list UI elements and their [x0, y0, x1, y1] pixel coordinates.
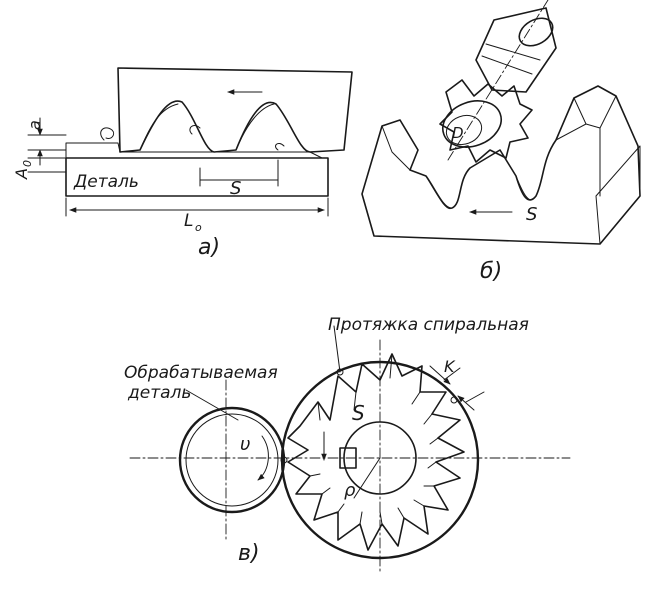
- label-a0: A 0: [12, 160, 34, 180]
- label-feed-s-b: S: [526, 204, 537, 225]
- caption-c: в): [238, 541, 260, 566]
- label-l0: L o: [184, 211, 202, 234]
- label-feed-s-c: S: [352, 401, 365, 425]
- cutter-disk: [439, 79, 533, 163]
- svg-text:L: L: [184, 211, 193, 231]
- workpiece-part: [65, 157, 329, 197]
- label-depth-a: a: [25, 120, 44, 130]
- label-workpiece-line2: деталь: [127, 383, 191, 403]
- caption-b: б): [480, 259, 502, 284]
- figure-a: Деталь S a A 0 L o а): [12, 67, 353, 260]
- svg-text:A: A: [12, 168, 31, 180]
- cutter-shaft: [475, 7, 557, 93]
- label-rho: ρ: [344, 480, 356, 501]
- label-diameter-d: D: [452, 124, 464, 142]
- label-workpiece-line1: Обрабатываемая: [124, 363, 278, 383]
- figure-c: υ K S ρ Протяжка спиральная Обрабатываем…: [124, 315, 571, 573]
- caption-a: а): [198, 235, 220, 260]
- label-k: K: [444, 357, 456, 376]
- workpiece-disc: [178, 406, 286, 514]
- chip-curl: [100, 127, 115, 141]
- label-speed-v: υ: [240, 434, 250, 455]
- spiral-broach-gear: [287, 353, 465, 551]
- label-pitch-s-a: S: [230, 178, 241, 199]
- label-part: Деталь: [73, 172, 139, 192]
- chip-curl: [275, 143, 285, 151]
- figure-b: D S б): [361, 0, 641, 284]
- broach-outer-circle: [280, 360, 480, 560]
- broach-tool-body: [117, 67, 353, 153]
- label-spiral-broach: Протяжка спиральная: [328, 315, 529, 335]
- chip-curl: [189, 125, 201, 135]
- svg-text:0: 0: [21, 160, 34, 167]
- svg-text:o: o: [195, 221, 202, 234]
